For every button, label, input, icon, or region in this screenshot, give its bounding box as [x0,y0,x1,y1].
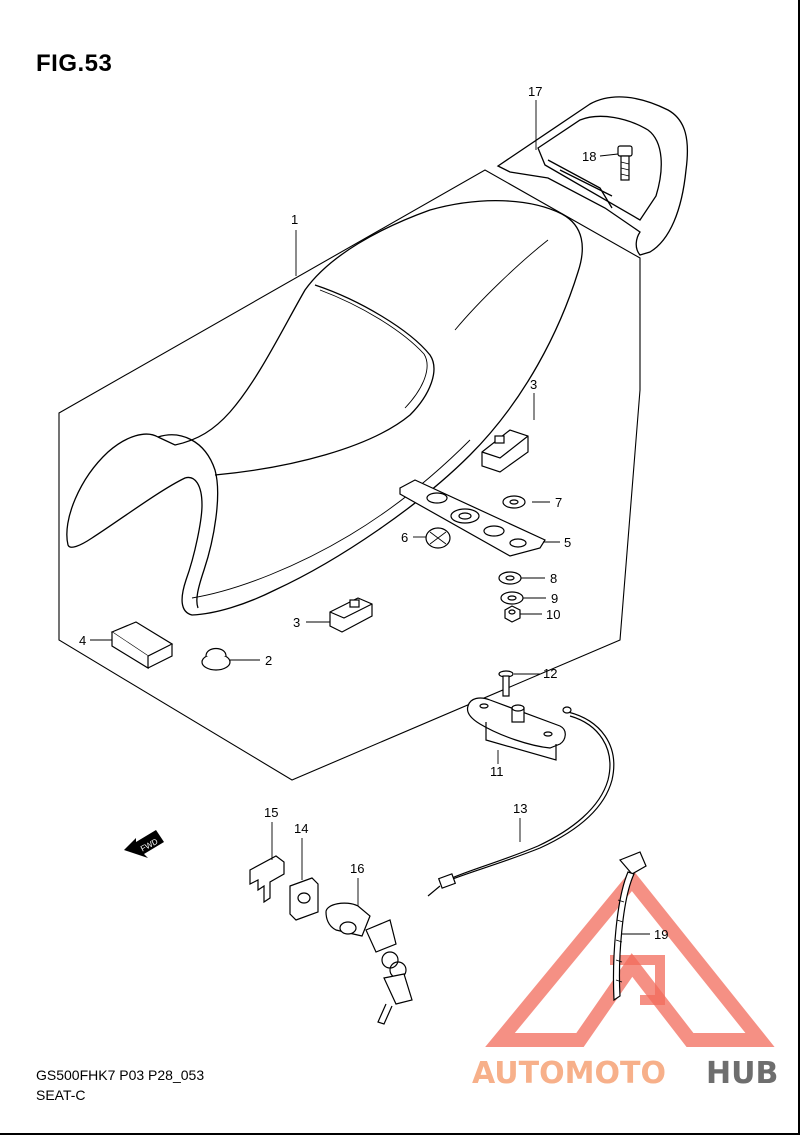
grab-handle [496,96,689,256]
lock-bracket-11 [466,697,566,761]
watermark-part1: AUTOMOTO [472,1056,666,1091]
washer-8 [498,571,522,585]
callout-6: 6 [401,530,408,545]
washer-9 [500,591,524,605]
callout-3-lower: 3 [293,615,300,630]
cushion-3-lower [329,597,373,633]
plate-14 [289,877,319,921]
callout-16: 16 [350,861,364,876]
clip-15 [249,855,285,904]
bolt-18 [617,145,633,181]
washer-7 [502,495,526,509]
watermark-part2: HUB [706,1056,778,1091]
watermark-text: AUTOMOTO HUB [472,1056,778,1091]
callout-12: 12 [543,666,557,681]
callout-17: 17 [528,84,542,99]
callout-7: 7 [555,495,562,510]
callout-18: 18 [582,149,596,164]
callout-9: 9 [551,591,558,606]
key-lock-16 [325,902,413,1025]
bracket-5 [399,479,546,557]
cable-13 [427,706,615,897]
fwd-arrow-icon: FWD [124,830,164,858]
callout-labels: 1 2 3 3 4 5 6 7 8 9 10 11 12 13 14 15 16… [79,84,668,942]
callout-19: 19 [654,927,668,942]
strap-19 [612,851,647,1002]
callout-11: 11 [490,764,504,779]
nut-10 [504,605,521,623]
callout-10: 10 [546,607,560,622]
callout-8: 8 [550,571,557,586]
callout-5: 5 [564,535,571,550]
callout-14: 14 [294,821,308,836]
callout-1: 1 [291,212,298,227]
screw-12 [498,670,514,697]
callout-2: 2 [265,653,272,668]
model-code: GS500FHK7 P03 P28_053 [36,1067,205,1083]
figure-title: FIG.53 [36,50,113,77]
pad-4 [110,621,174,670]
section-name: SEAT-C [36,1087,86,1103]
callout-15: 15 [264,805,278,820]
callout-4: 4 [79,633,86,648]
watermark-logo [485,868,775,1047]
seat [66,200,583,616]
callout-13: 13 [513,801,527,816]
leader-lines [90,100,650,935]
cushion-3-upper [481,429,529,473]
callout-3-upper: 3 [530,377,537,392]
nut-6 [425,527,451,549]
grommet-2 [201,647,231,671]
assembly-outline [58,169,641,781]
